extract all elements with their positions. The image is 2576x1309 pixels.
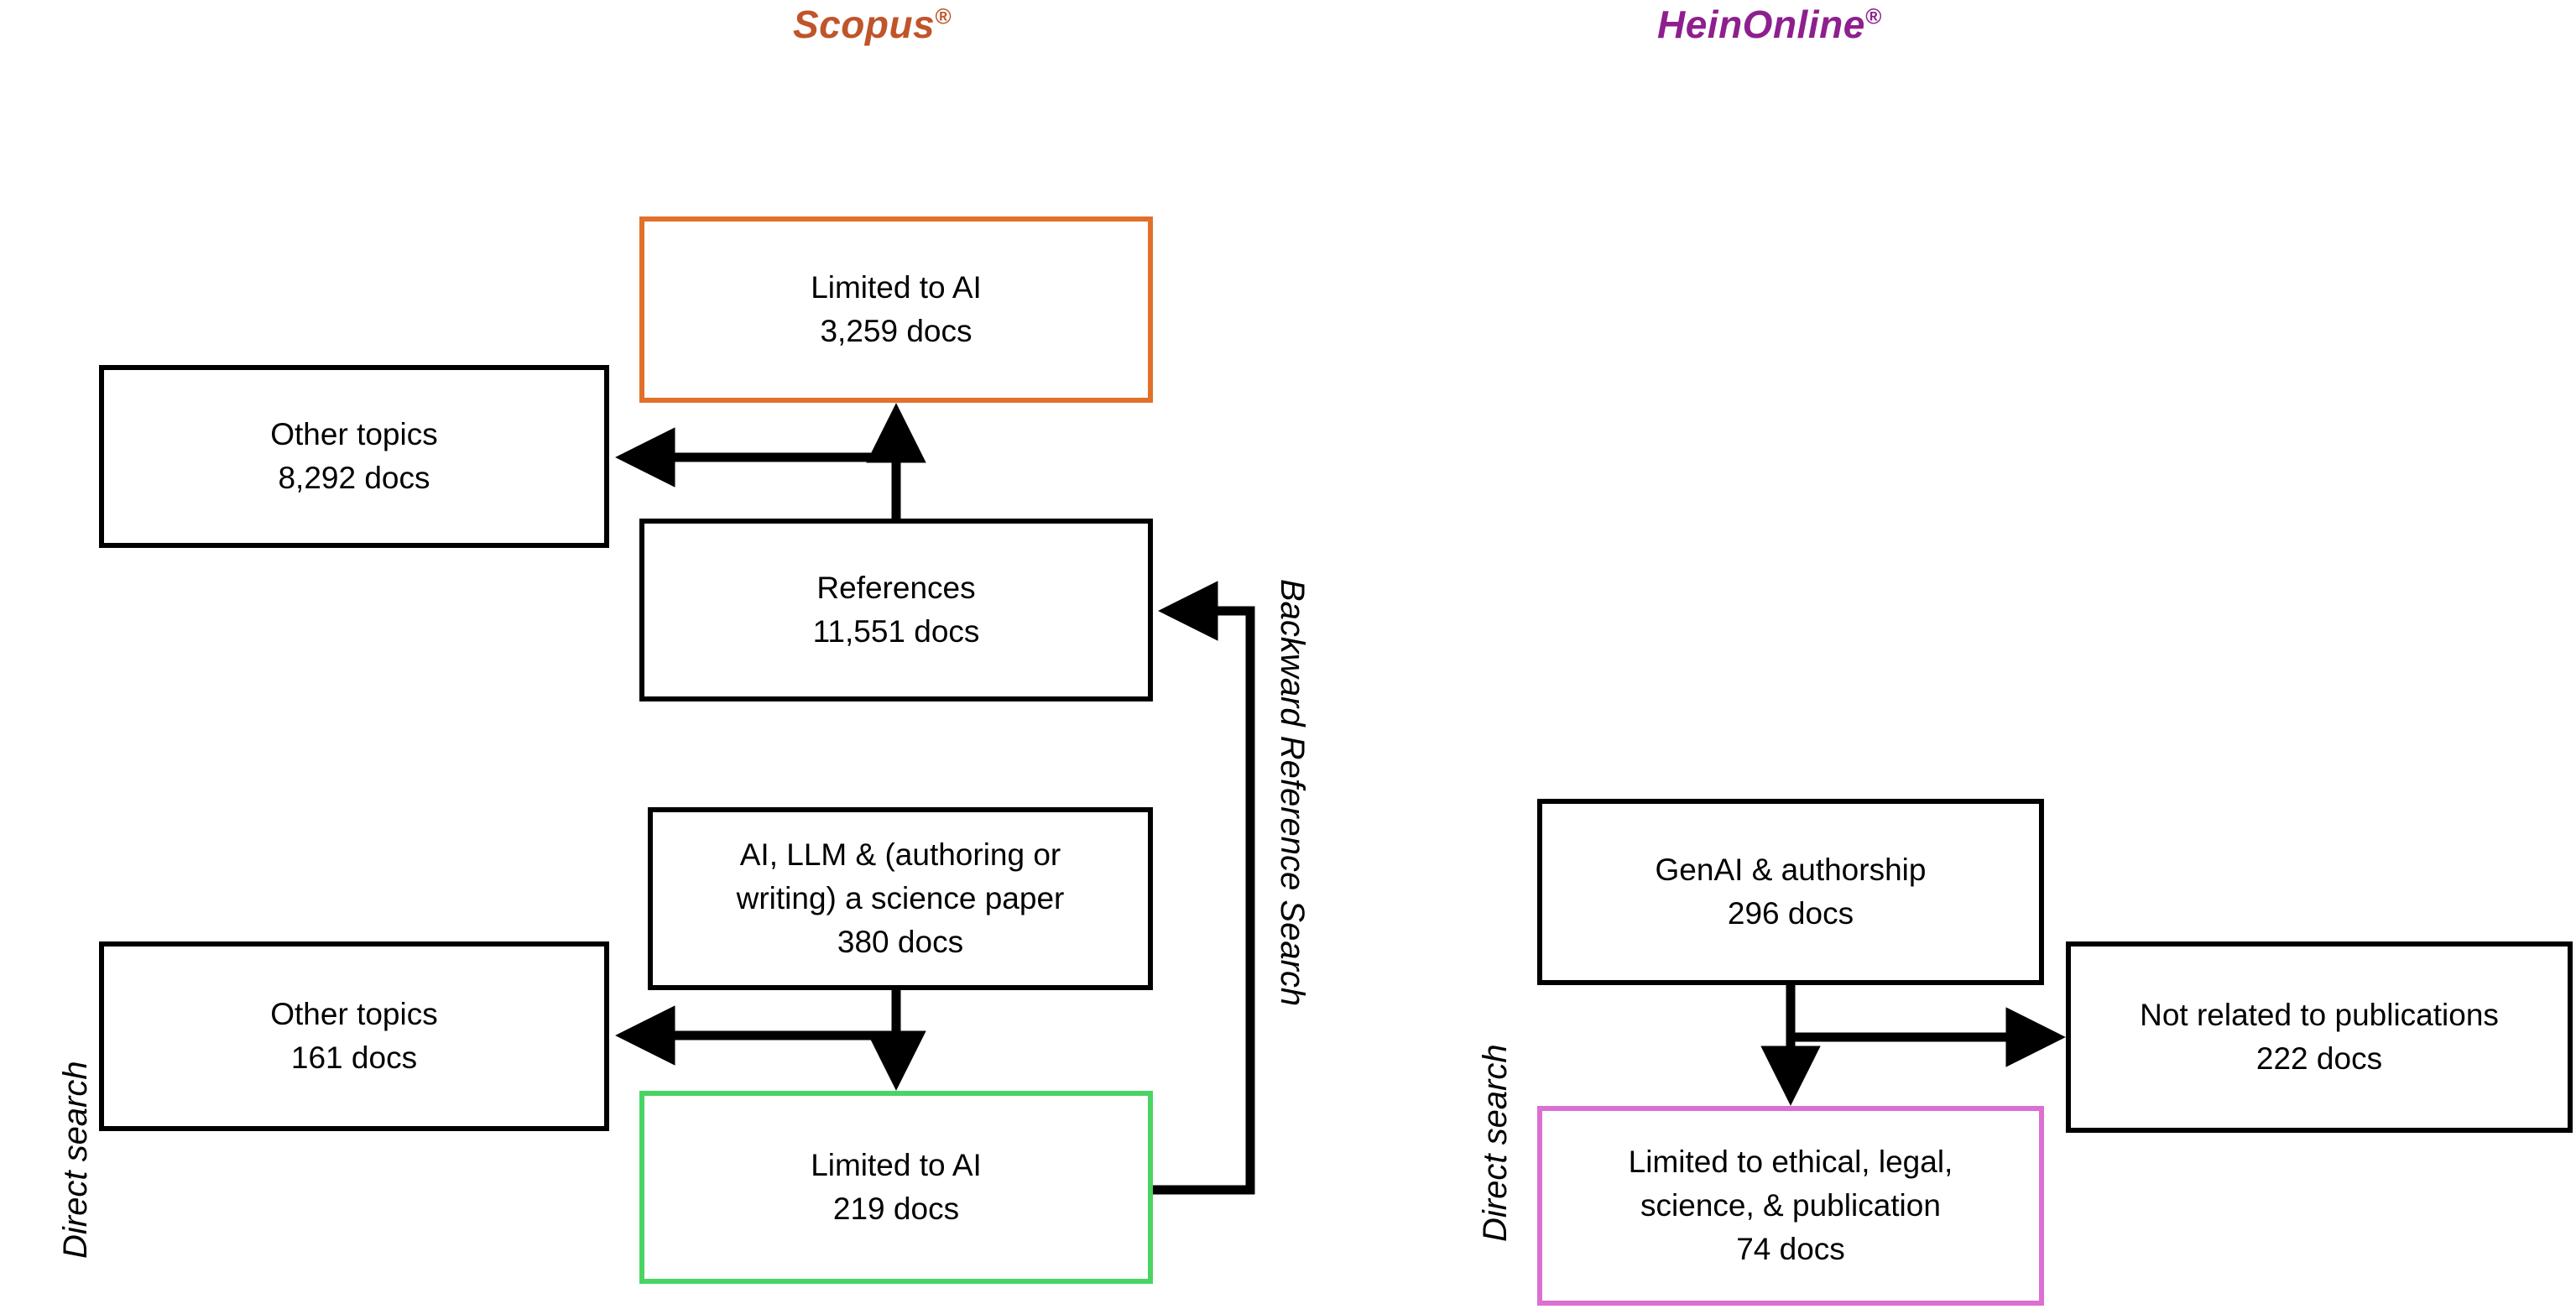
connector-backward-reference-search: [1153, 581, 1255, 1195]
node-scopus-other-topics-161: Other topics 161 docs: [99, 941, 609, 1131]
node-scopus-limited-to-ai-219: Limited to AI 219 docs: [639, 1091, 1153, 1284]
node-scopus-limited-to-ai-3259: Limited to AI 3,259 docs: [639, 216, 1153, 403]
node-line-2: 161 docs: [290, 1040, 418, 1075]
node-line-1: Limited to ethical, legal,: [1628, 1145, 1953, 1180]
node-line-2: science, & publication: [1640, 1188, 1941, 1223]
node-line-1: Limited to AI: [811, 270, 982, 305]
node-hein-not-related-to-publications-222: Not related to publications 222 docs: [2066, 941, 2573, 1133]
node-line-1: AI, LLM & (authoring or: [739, 837, 1061, 873]
database-title-heinonline: HeinOnline®: [1657, 2, 1881, 47]
node-line-1: Other topics: [270, 417, 438, 452]
node-line-2: 8,292 docs: [278, 461, 430, 495]
node-line-2: 219 docs: [832, 1192, 960, 1226]
database-title-heinonline-text: HeinOnline: [1657, 3, 1865, 46]
registered-trademark-icon: ®: [935, 3, 952, 29]
node-scopus-references-11551: References 11,551 docs: [639, 519, 1153, 701]
registered-trademark-icon: ®: [1864, 3, 1882, 29]
database-title-scopus-text: Scopus: [793, 3, 936, 46]
node-line-2: writing) a science paper: [736, 881, 1065, 916]
database-title-scopus: Scopus®: [793, 2, 952, 47]
node-hein-limited-ethical-legal-74: Limited to ethical, legal, science, & pu…: [1537, 1106, 2044, 1306]
label-backward-reference-search: Backward Reference Search: [1274, 579, 1311, 1007]
node-line-2: 296 docs: [1727, 896, 1854, 931]
node-line-2: 222 docs: [2255, 1041, 2383, 1076]
node-scopus-other-topics-8292: Other topics 8,292 docs: [99, 365, 609, 548]
node-line-3: 380 docs: [837, 924, 964, 959]
label-direct-search-heinonline: Direct search: [1477, 1044, 1514, 1242]
node-line-1: References: [816, 571, 976, 606]
node-line-2: 11,551 docs: [812, 614, 980, 649]
node-line-1: GenAI & authorship: [1655, 853, 1927, 888]
node-line-2: 3,259 docs: [820, 314, 973, 348]
node-line-1: Not related to publications: [2140, 998, 2499, 1033]
node-scopus-search-query-380: AI, LLM & (authoring or writing) a scien…: [648, 807, 1153, 990]
node-line-3: 74 docs: [1736, 1231, 1845, 1266]
node-line-1: Limited to AI: [811, 1148, 982, 1183]
label-direct-search-scopus: Direct search: [57, 1061, 94, 1259]
node-hein-genai-authorship-296: GenAI & authorship 296 docs: [1537, 799, 2044, 985]
node-line-1: Other topics: [270, 997, 438, 1032]
